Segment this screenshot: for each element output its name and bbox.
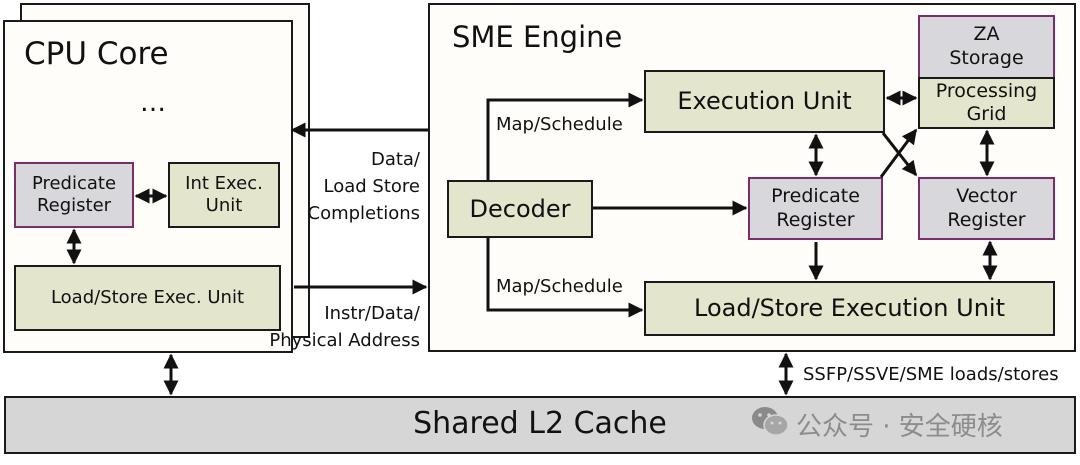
cpu-load-store-exec-unit: Load/Store Exec. Unit <box>14 265 281 331</box>
cpu-core-ellipsis: … <box>140 88 166 118</box>
exec-vector-cross-arrow <box>881 132 918 177</box>
wechat-icon <box>750 404 790 438</box>
sme-decoder: Decoder <box>447 180 593 238</box>
data-completions-label: Data/ Load Store Completions <box>307 149 420 224</box>
watermark-text: 公众号 · 安全硬核 <box>796 412 1003 442</box>
instr-data-address-label: Instr/Data/ Physical Address <box>269 303 420 351</box>
sme-load-store-execution-unit: Load/Store Execution Unit <box>644 281 1055 336</box>
shared-l2-cache-label: Shared L2 Cache <box>413 406 667 441</box>
map-schedule-bottom-arrow <box>486 238 644 318</box>
map-schedule-top-label: Map/Schedule <box>496 114 623 135</box>
shared-l2-cache <box>4 396 1076 454</box>
sme-engine-title: SME Engine <box>452 20 623 54</box>
map-schedule-top-arrow <box>486 92 644 180</box>
cpu-core-title: CPU Core <box>24 36 169 72</box>
cpu-int-exec-unit: Int Exec.Unit <box>168 162 280 228</box>
map-schedule-bottom-label: Map/Schedule <box>496 276 623 297</box>
ssfp-loads-stores-label: SSFP/SSVE/SME loads/stores <box>803 364 1059 385</box>
sme-execution-unit: Execution Unit <box>644 70 885 133</box>
